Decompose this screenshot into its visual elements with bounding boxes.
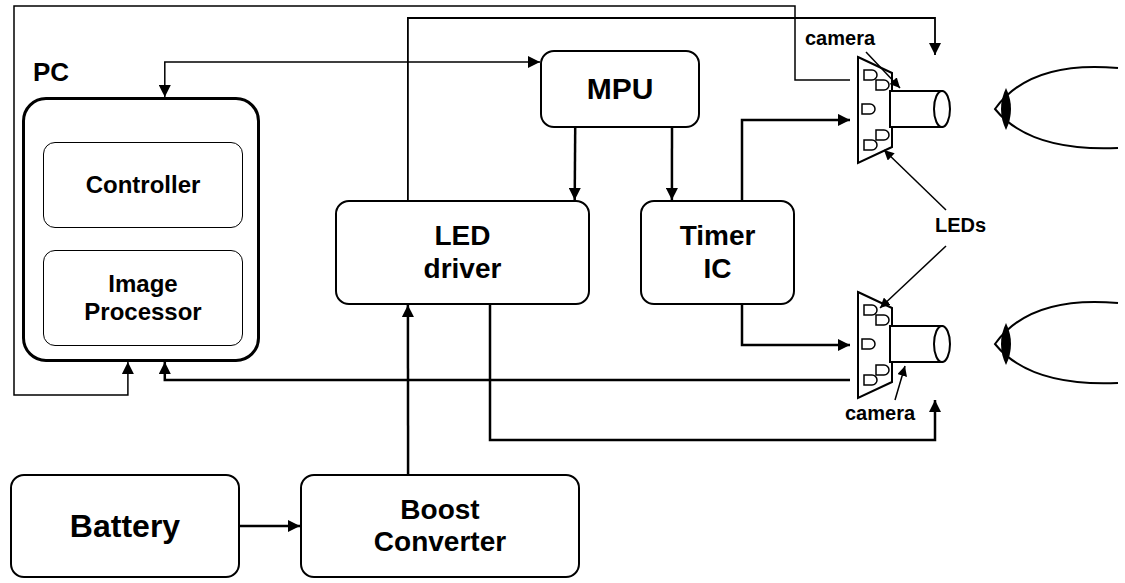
node-label: Boost Converter xyxy=(355,494,525,558)
process-box: Timer IC xyxy=(640,200,795,305)
leader-line xyxy=(880,246,946,308)
connector xyxy=(490,305,935,440)
process-box: Battery xyxy=(10,474,240,578)
eye-iris xyxy=(1001,323,1011,365)
camera-unit xyxy=(858,57,950,163)
connector xyxy=(671,128,674,200)
leader-line xyxy=(866,52,900,88)
eye-iris xyxy=(1001,88,1011,130)
node-heading: camera xyxy=(805,27,875,50)
connector xyxy=(573,128,576,200)
connector xyxy=(165,362,850,380)
connector xyxy=(407,305,410,474)
process-box: Controller xyxy=(43,142,243,228)
connector xyxy=(165,62,540,97)
connector xyxy=(742,305,850,345)
connector xyxy=(742,120,850,200)
eye-outline xyxy=(995,302,1118,383)
node-label: Battery xyxy=(70,508,180,545)
process-box: MPU xyxy=(540,50,700,128)
process-box: Boost Converter xyxy=(300,474,580,578)
connector xyxy=(240,525,300,528)
node-label: MPU xyxy=(587,72,654,107)
leader-line xyxy=(884,150,946,210)
eye-outline xyxy=(995,67,1118,148)
node-heading: camera xyxy=(845,402,915,425)
connector xyxy=(408,18,935,200)
process-box: Image Processor xyxy=(43,250,243,346)
camera-node: camera xyxy=(850,290,960,400)
node-label: LED driver xyxy=(393,220,533,284)
node-heading: PC xyxy=(33,58,69,88)
camera-node: camera xyxy=(850,55,960,165)
process-box: LED driver xyxy=(335,200,590,305)
node-label: Controller xyxy=(86,171,201,199)
callout-label: LEDs xyxy=(935,214,986,237)
connector xyxy=(14,6,850,395)
node-label: Timer IC xyxy=(668,220,768,284)
pc-box: PCControllerImage Processor xyxy=(22,97,260,362)
leader-line xyxy=(895,366,905,400)
node-label: Image Processor xyxy=(58,270,228,325)
camera-unit xyxy=(858,292,950,398)
